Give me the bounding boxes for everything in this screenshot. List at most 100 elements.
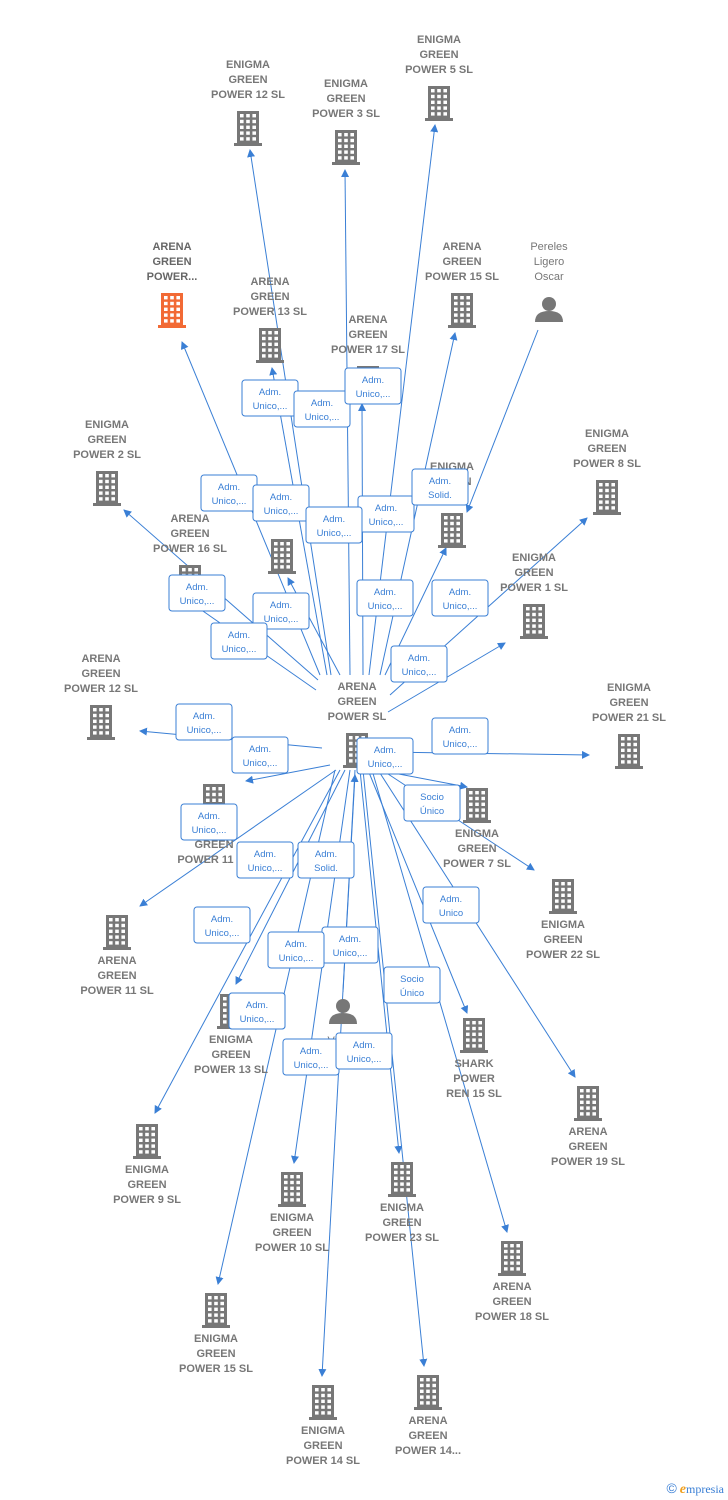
footer-brand[interactable]: ©empresia xyxy=(666,1480,724,1498)
node-label: POWER 15 SL xyxy=(425,271,499,283)
edge-role-label[interactable]: Adm.Unico,... xyxy=(236,841,294,879)
node-label: GREEN xyxy=(514,567,553,579)
edge-line xyxy=(367,769,469,1014)
edge-role-label[interactable]: Adm.Unico,... xyxy=(356,579,414,617)
node-label: ENIGMA xyxy=(380,1202,424,1214)
edge-role-label[interactable]: Adm.Unico,... xyxy=(200,474,258,512)
node-label: Ligero xyxy=(534,256,565,268)
edge-role-label[interactable]: Adm.Unico,... xyxy=(357,495,415,533)
node-label: GREEN xyxy=(152,256,191,268)
edge-role-label[interactable]: Adm.Unico,... xyxy=(228,992,286,1030)
node-label: Pereles xyxy=(530,241,568,253)
company-node[interactable]: ARENAGREENPOWER... xyxy=(147,241,198,328)
edge-role-label[interactable]: Adm.Unico,... xyxy=(390,645,448,683)
node-label: POWER 2 SL xyxy=(73,449,141,461)
node-label: POWER 14... xyxy=(395,1445,461,1457)
building-icon xyxy=(520,604,548,639)
edge-role-text: Socio xyxy=(400,974,424,985)
building-icon xyxy=(202,1293,230,1328)
edge-role-label[interactable]: Adm.Unico,... xyxy=(168,574,226,612)
edge-role-label[interactable]: Adm.Unico,... xyxy=(431,579,489,617)
edge-role-text: Único xyxy=(420,806,444,817)
person-icon xyxy=(535,297,563,322)
edge-role-label[interactable]: Adm.Unico,... xyxy=(321,926,379,964)
edge-role-text: Unico,... xyxy=(369,517,404,528)
edge-role-label[interactable]: Adm.Unico,... xyxy=(344,367,402,405)
edge-role-label[interactable]: Adm. Unico,... xyxy=(241,379,299,417)
building-icon xyxy=(574,1086,602,1121)
edge-role-label[interactable]: Adm.Unico,... xyxy=(356,737,414,775)
node-label: ARENA xyxy=(348,314,387,326)
node-label: ENIGMA xyxy=(607,682,651,694)
building-icon xyxy=(87,705,115,740)
building-icon xyxy=(93,471,121,506)
edge-role-label[interactable]: Adm.Unico,... xyxy=(267,931,325,969)
edge-role-text: Unico,... xyxy=(443,601,478,612)
edge-role-text: Unico,... xyxy=(356,389,391,400)
node-label: POWER 19 SL xyxy=(551,1156,625,1168)
node-label: GREEN xyxy=(337,696,376,708)
building-icon xyxy=(332,130,360,165)
edge-role-label[interactable]: Adm.Unico,... xyxy=(305,506,363,544)
building-icon xyxy=(549,879,577,914)
node-label: POWER 9 SL xyxy=(113,1194,181,1206)
edge-role-label[interactable]: Adm.Unico,... xyxy=(175,703,233,741)
building-icon xyxy=(615,734,643,769)
edge-role-label[interactable]: Adm.Unico xyxy=(422,886,480,924)
edge-role-text: Socio xyxy=(420,792,444,803)
node-label: POWER 1 SL xyxy=(500,582,568,594)
edge-role-text: Unico,... xyxy=(368,601,403,612)
node-label: GREEN xyxy=(228,74,267,86)
edge-role-label[interactable]: Adm.Unico,... xyxy=(193,906,251,944)
node-label: ARENA xyxy=(568,1126,607,1138)
company-node[interactable] xyxy=(268,539,296,574)
edge-role-label[interactable]: Adm.Unico,... xyxy=(335,1032,393,1070)
node-label: GREEN xyxy=(97,970,136,982)
node-label: ENIGMA xyxy=(209,1034,253,1046)
edge-role-label[interactable]: Adm.Unico,... xyxy=(210,622,268,660)
edge-role-text: Unico,... xyxy=(253,401,288,412)
edge-role-label[interactable]: Adm.Unico,... xyxy=(252,592,310,630)
node-label: ARENA xyxy=(97,955,136,967)
edge-role-label[interactable]: Adm.Unico,... xyxy=(252,484,310,522)
edge-role-label[interactable]: Adm.Unico,... xyxy=(282,1038,340,1076)
building-icon xyxy=(133,1124,161,1159)
building-icon xyxy=(448,293,476,328)
edge-role-text: Unico,... xyxy=(180,596,215,607)
node-label: ENIGMA xyxy=(324,78,368,90)
edge-role-text: Unico,... xyxy=(248,863,283,874)
edge-role-label[interactable]: Adm.Solid. xyxy=(411,468,469,506)
edge-role-label[interactable]: Adm.Unico,... xyxy=(180,803,238,841)
edge-role-text: Adm. xyxy=(259,387,281,398)
edge-role-label[interactable]: Adm.Unico,... xyxy=(293,390,351,428)
edge-role-label[interactable]: Adm.Unico,... xyxy=(431,717,489,755)
edge-role-label[interactable]: Adm.Unico,... xyxy=(231,736,289,774)
edge-role-label[interactable]: Adm.Solid. xyxy=(297,841,355,879)
